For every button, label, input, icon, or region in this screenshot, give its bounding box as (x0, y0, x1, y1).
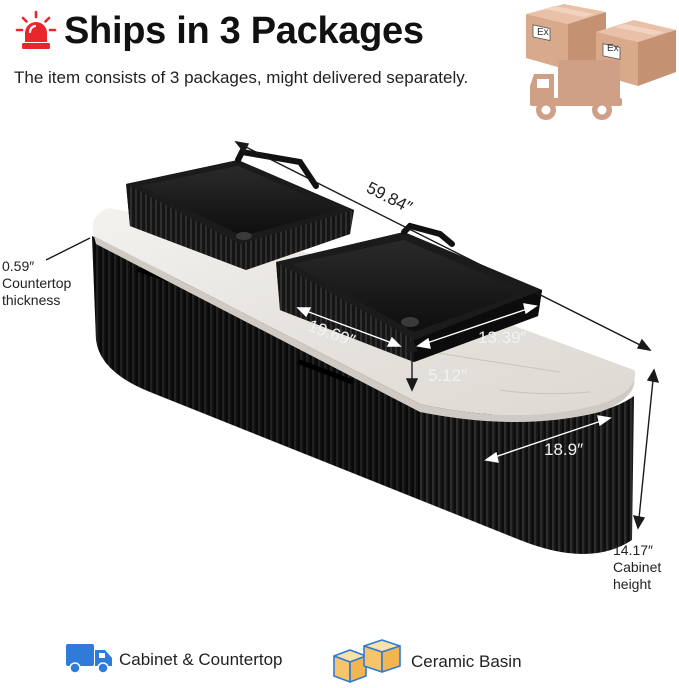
page-title: Ships in 3 Packages (64, 10, 424, 52)
countertop-thickness-value: 0.59″ (2, 258, 35, 274)
shipping-boxes-truck-icon (524, 2, 679, 126)
package-boxes-icon (330, 638, 406, 686)
cabinet-height-note: 14.17″ Cabinet height (613, 542, 661, 593)
cabinet-height-label-1: Cabinet (613, 559, 662, 575)
page-subtitle: The item consists of 3 packages, might d… (14, 68, 469, 87)
legend-label-basin: Ceramic Basin (411, 652, 522, 671)
vessel-sink-front (276, 232, 542, 362)
delivery-truck-icon (64, 640, 114, 676)
cabinet-depth-label: 18.9″ (544, 440, 584, 459)
vanity-illustration (45, 141, 660, 554)
box-label-1: Ex (537, 27, 549, 38)
legend-label-cabinet: Cabinet & Countertop (119, 650, 283, 669)
box-label-2: Ex (607, 43, 619, 54)
cabinet-height-label-2: height (613, 576, 652, 592)
countertop-thickness-label-1: Countertop (2, 275, 72, 291)
alert-light-icon (14, 10, 58, 54)
cabinet-height-value: 14.17″ (613, 542, 653, 558)
countertop-thickness-note: 0.59″ Countertop thickness (2, 258, 71, 309)
countertop-thickness-label-2: thickness (2, 292, 61, 308)
basin-width-label: 13.39″ (478, 328, 527, 347)
basin-height-label: 5.12″ (428, 366, 468, 385)
vessel-sink-back (126, 160, 354, 270)
delivery-truck-icon (530, 60, 622, 120)
